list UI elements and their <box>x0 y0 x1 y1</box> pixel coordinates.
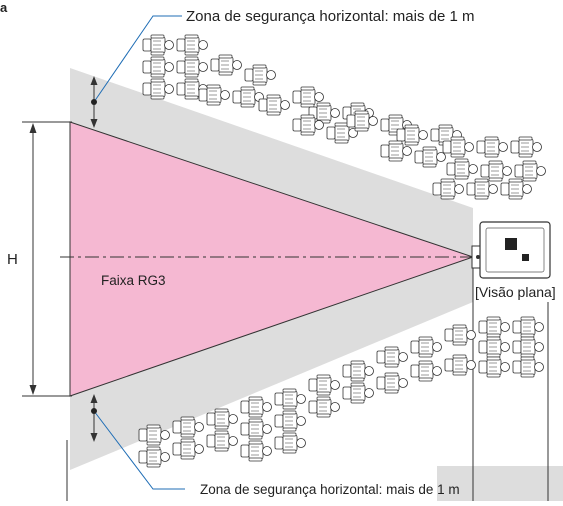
seat-icon <box>342 382 374 404</box>
seat-icon <box>142 34 174 56</box>
seat-icon <box>410 336 442 358</box>
seat-icon <box>210 54 242 76</box>
rg3-zone <box>69 121 475 397</box>
seat-icon <box>142 56 174 78</box>
seat-icon <box>444 324 476 346</box>
projector-icon <box>471 221 551 279</box>
seat-icon <box>138 446 170 468</box>
seat-icon <box>514 160 546 182</box>
seat-icon <box>376 372 408 394</box>
seat-icon <box>478 316 510 338</box>
seat-icon <box>376 346 408 368</box>
seat-icon <box>342 360 374 382</box>
seat-icon <box>512 336 544 358</box>
seat-icon <box>308 396 340 418</box>
floor-box <box>437 466 563 501</box>
top-leader-line <box>93 15 182 103</box>
top-leader-dot <box>91 99 97 105</box>
seat-icon <box>510 136 542 158</box>
seat-icon <box>240 440 272 462</box>
seat-icon <box>206 430 238 452</box>
height-arrow-top <box>29 123 37 133</box>
height-arrow-bottom <box>29 385 37 395</box>
seat-icon <box>172 438 204 460</box>
double-arrow-icon <box>90 394 98 442</box>
seat-icon <box>444 354 476 376</box>
bottom-safety-annotation: Zona de segurança horizontal: mais de 1 … <box>200 482 460 497</box>
seat-icon <box>274 410 306 432</box>
seat-icon <box>478 356 510 378</box>
rg3-range-label: Faixa RG3 <box>101 273 166 288</box>
seat-icon <box>466 178 498 200</box>
seat-icon <box>274 388 306 410</box>
seat-icon <box>446 158 478 180</box>
seat-icon <box>206 408 238 430</box>
seat-icon <box>308 374 340 396</box>
seat-icon <box>500 178 532 200</box>
top-safety-annotation: Zona de segurança horizontal: mais de 1 … <box>186 8 475 25</box>
safety-zone-bottom <box>70 257 473 470</box>
seat-icon <box>478 336 510 358</box>
seat-icon <box>414 146 446 168</box>
seat-icon <box>512 356 544 378</box>
seat-icon <box>240 396 272 418</box>
bottom-leader-line <box>93 410 185 490</box>
seat-icon <box>176 56 208 78</box>
seat-icon <box>410 360 442 382</box>
seat-icon <box>176 34 208 56</box>
seat-icon <box>274 432 306 454</box>
seat-icon <box>512 316 544 338</box>
height-label: H <box>7 251 18 268</box>
plan-view-label: [Visão plana] <box>475 284 556 300</box>
seat-icon <box>244 64 276 86</box>
seat-icon <box>480 160 512 182</box>
safety-zone-top <box>70 68 473 257</box>
corner-label: a <box>0 0 8 15</box>
seat-icon <box>476 136 508 158</box>
bottom-leader-dot <box>91 408 97 414</box>
seat-icon <box>240 418 272 440</box>
